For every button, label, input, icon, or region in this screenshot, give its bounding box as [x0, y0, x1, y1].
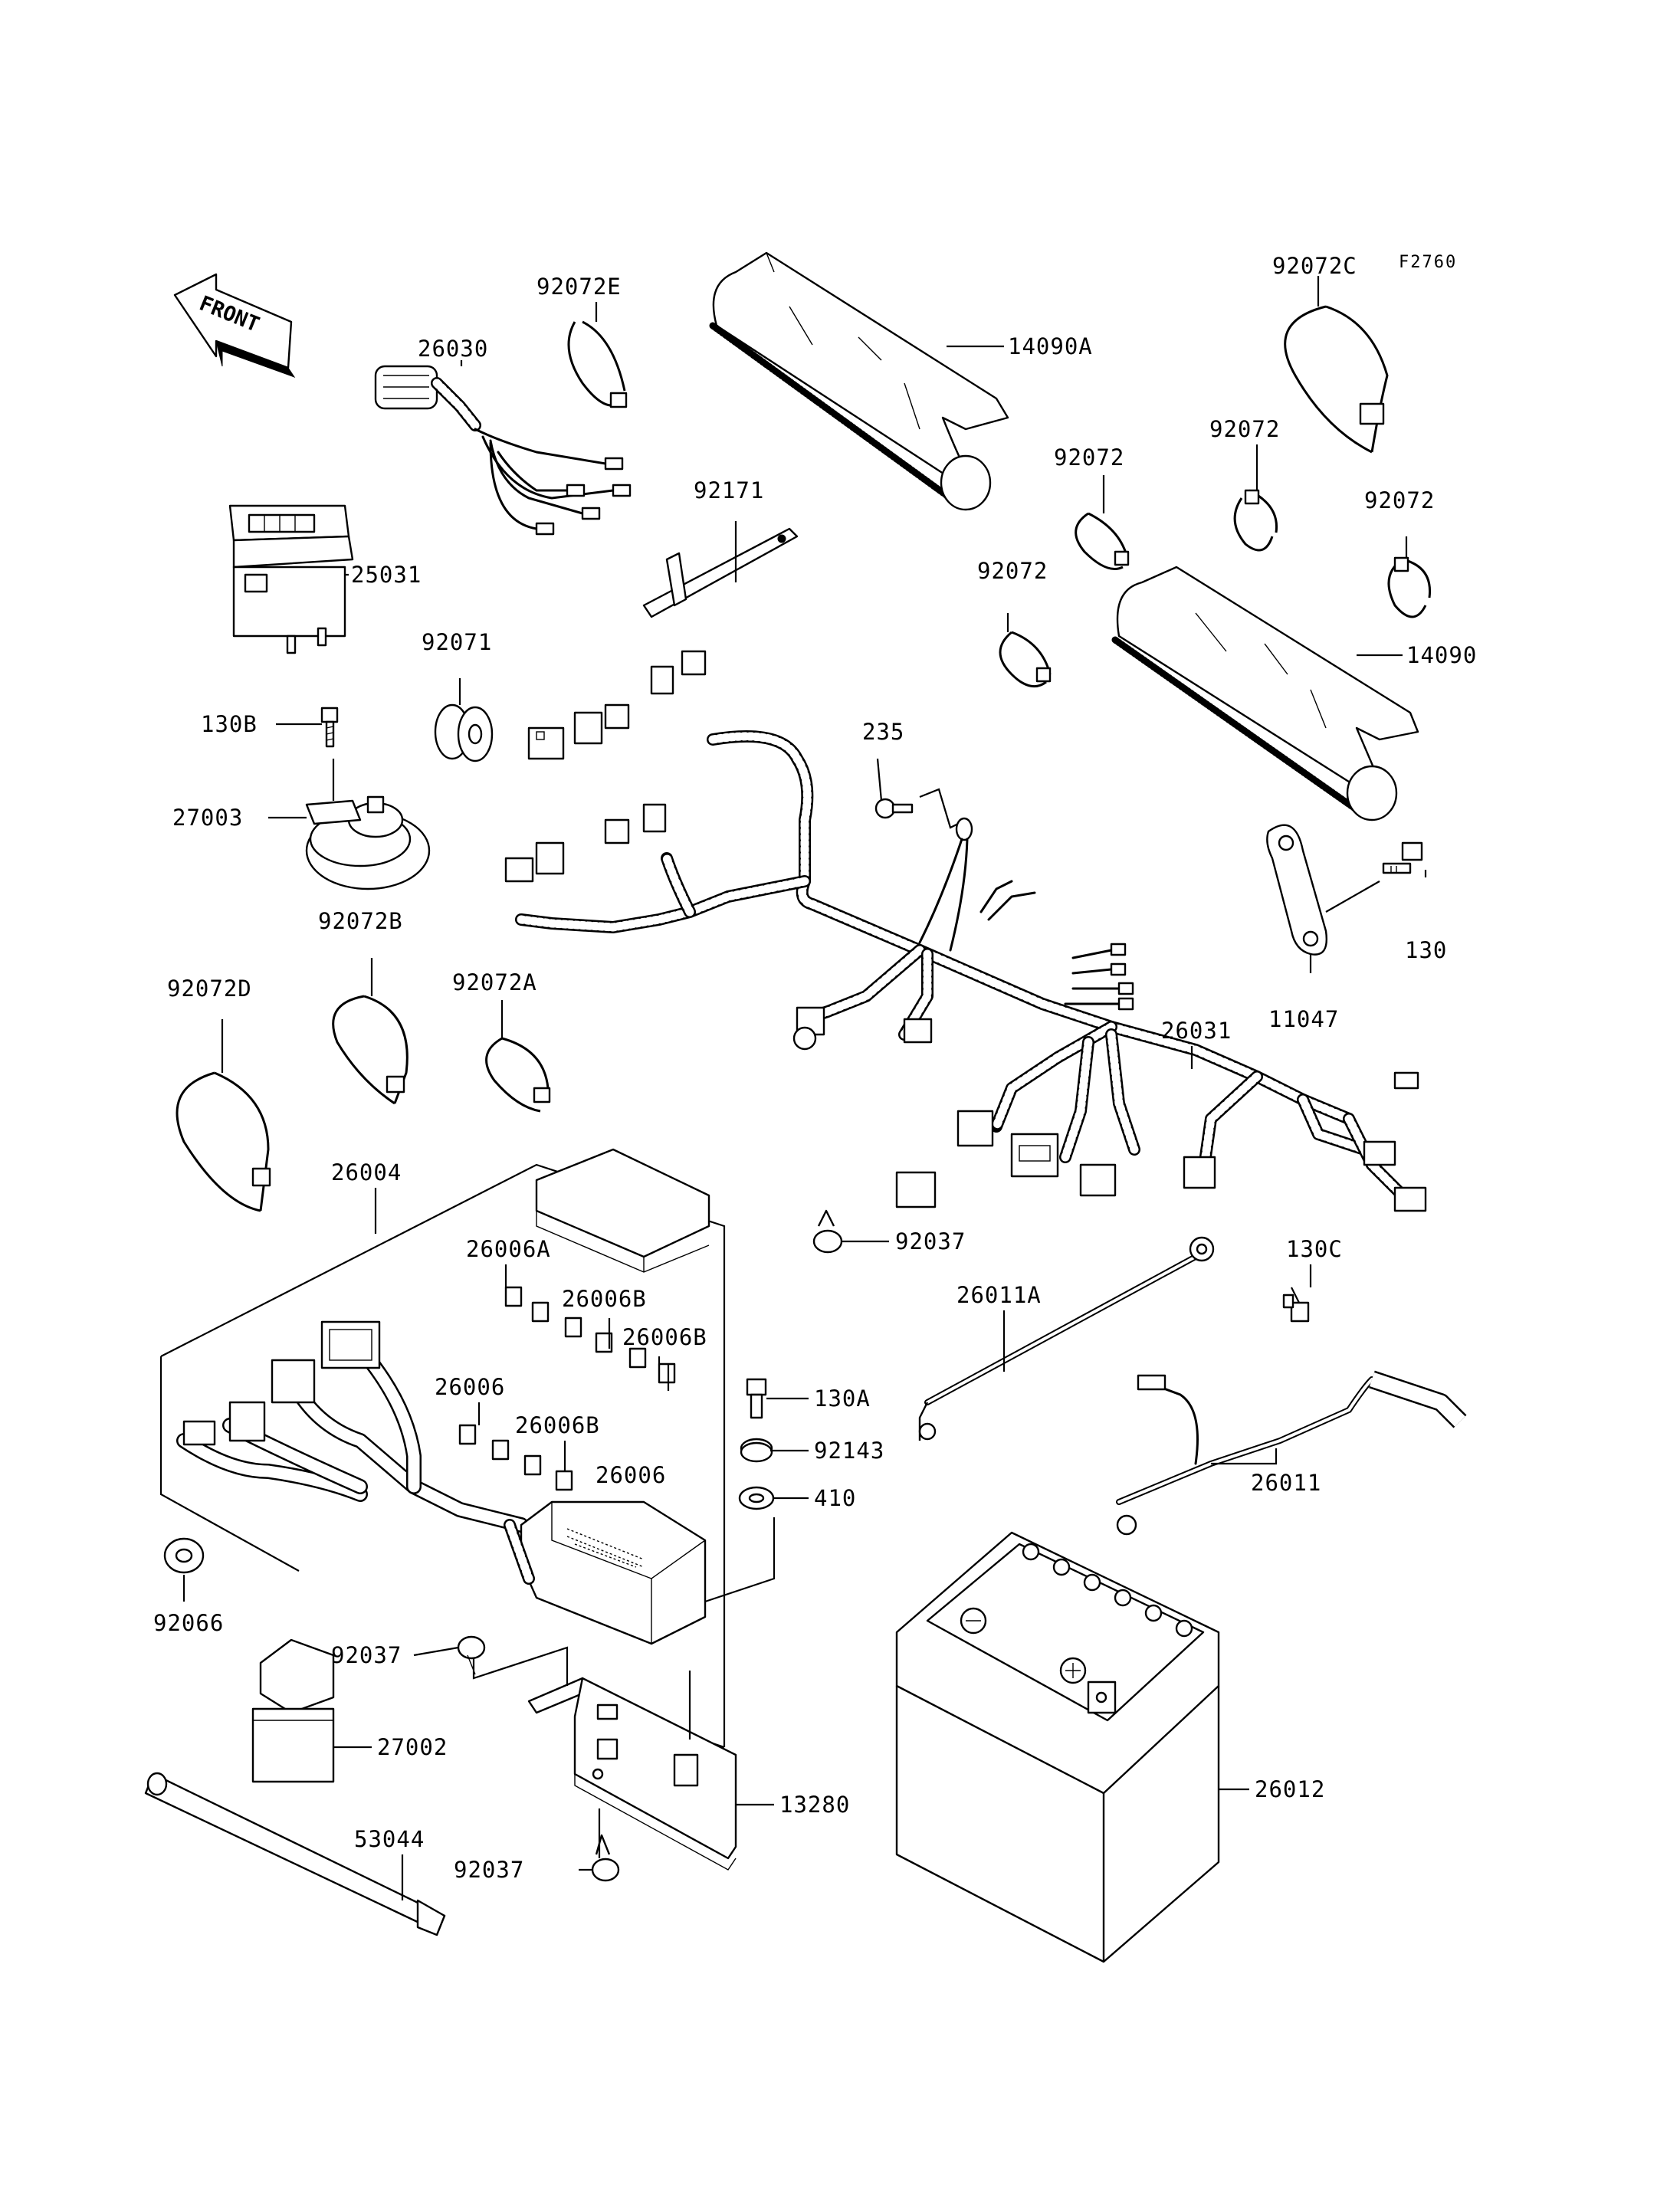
label-26006-b: 26006 — [596, 1462, 666, 1488]
cable-tie-92072-upper-left — [1075, 512, 1130, 570]
label-92066: 92066 — [153, 1610, 224, 1636]
fuse-box-harness-26004 — [176, 1320, 707, 1645]
hour-meter-25031 — [228, 504, 354, 654]
label-92037-c: 92037 — [454, 1857, 524, 1883]
bracket-13280 — [527, 1677, 737, 1871]
cover-14090 — [1111, 566, 1419, 821]
washer-410 — [738, 1486, 775, 1510]
label-26006-a: 26006 — [435, 1374, 505, 1400]
label-27002: 27002 — [377, 1734, 448, 1760]
label-92037-b: 92037 — [331, 1642, 402, 1668]
label-92037-a: 92037 — [895, 1228, 966, 1254]
label-92072-b: 92072 — [1209, 416, 1280, 442]
label-26004: 26004 — [331, 1159, 402, 1185]
label-26011: 26011 — [1251, 1470, 1321, 1496]
bolt-130 — [1382, 841, 1423, 874]
cable-tie-92072D — [176, 1071, 271, 1212]
fuses — [458, 1286, 676, 1491]
label-14090A: 14090A — [1008, 333, 1093, 359]
cover-14090A — [709, 251, 1009, 511]
label-92071: 92071 — [422, 629, 492, 655]
bolt-130A — [746, 1378, 767, 1419]
leader-lines — [182, 276, 1427, 1900]
battery-26012 — [895, 1531, 1220, 1963]
bush-92066 — [163, 1537, 205, 1574]
label-13280: 13280 — [779, 1792, 850, 1818]
label-26031: 26031 — [1161, 1018, 1232, 1044]
label-92171: 92171 — [694, 477, 764, 503]
cable-tie-92072-mid — [999, 631, 1052, 688]
label-92072D: 92072D — [167, 976, 252, 1002]
label-26006B-c: 26006B — [515, 1412, 600, 1438]
label-53044: 53044 — [354, 1826, 425, 1852]
plate-11047 — [1266, 824, 1327, 956]
clip-92037-bottom — [591, 1834, 620, 1882]
label-26012: 26012 — [1255, 1776, 1325, 1802]
cable-tie-92072B — [332, 995, 409, 1105]
bolt-130B — [320, 707, 339, 748]
horn-27003 — [305, 759, 431, 890]
label-92072B: 92072B — [318, 908, 403, 934]
label-14090: 14090 — [1406, 642, 1477, 668]
clip-92037-lower — [457, 1635, 486, 1675]
battery-cable-26011A — [918, 1236, 1215, 1441]
label-235: 235 — [862, 719, 904, 745]
label-92072-c: 92072 — [1364, 487, 1435, 513]
cable-tie-92072A — [485, 1037, 551, 1113]
collar-92143 — [740, 1438, 773, 1463]
label-26011A: 26011A — [956, 1282, 1042, 1308]
clip-92037-upper — [812, 1209, 843, 1254]
cable-tie-92072-upper-right — [1233, 489, 1278, 552]
label-130B: 130B — [201, 711, 258, 737]
label-26030: 26030 — [418, 336, 488, 362]
bolt-130C — [1282, 1287, 1310, 1323]
label-25031: 25031 — [351, 562, 422, 588]
label-26006B-b: 26006B — [622, 1324, 707, 1350]
label-27003: 27003 — [172, 805, 243, 831]
label-26006A: 26006A — [466, 1236, 551, 1262]
grommet-92071 — [434, 703, 494, 762]
label-92072E: 92072E — [536, 274, 622, 300]
battery-cable-26011 — [1116, 1370, 1467, 1536]
front-arrow-icon: FRONT — [173, 273, 296, 378]
label-11047: 11047 — [1268, 1006, 1339, 1032]
label-92072-d: 92072 — [977, 558, 1048, 584]
cable-tie-92072C — [1284, 305, 1389, 454]
figure-code: F2760 — [1399, 253, 1457, 272]
part-labels: 92072E 26030 14090A 92072C 92072 92072 9… — [153, 253, 1477, 1883]
label-130A: 130A — [814, 1385, 871, 1412]
screw-235 — [874, 788, 973, 952]
sub-harness-26030 — [374, 365, 632, 536]
main-harness-26031 — [504, 650, 1427, 1212]
label-92072-a: 92072 — [1054, 444, 1124, 471]
tube-53044 — [144, 1772, 446, 1936]
fuse-box-cover — [535, 1148, 710, 1273]
bracket-92171 — [642, 527, 799, 618]
label-92072A: 92072A — [452, 969, 537, 995]
relay-27002 — [251, 1638, 335, 1783]
label-26006B-a: 26006B — [562, 1286, 647, 1312]
label-92143: 92143 — [814, 1438, 884, 1464]
label-130: 130 — [1405, 937, 1447, 963]
cable-tie-92072-right — [1387, 556, 1432, 618]
cable-tie-92072E — [567, 320, 628, 408]
label-130C: 130C — [1286, 1236, 1343, 1262]
label-92072C: 92072C — [1272, 253, 1357, 279]
label-410: 410 — [814, 1485, 856, 1511]
